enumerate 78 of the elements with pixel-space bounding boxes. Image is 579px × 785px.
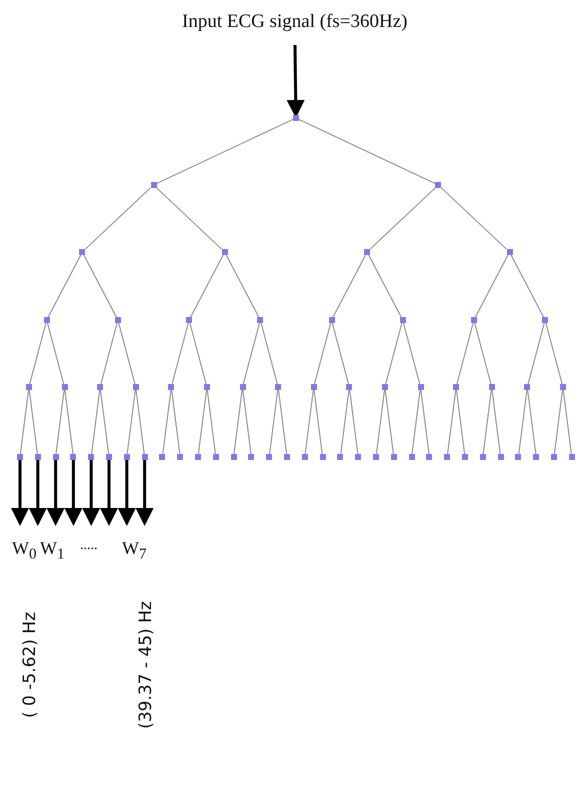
ellipsis: ..... [80,538,98,554]
frequency-range-label: (39.37 - 45) Hz [136,601,156,729]
tree-branch-line [304,390,314,454]
tree-branch-line [162,390,172,454]
tree-branch-line [269,390,278,454]
tree-branch-line [474,322,492,384]
tree-branch-line [83,254,117,318]
tree-branch-line [403,322,420,384]
tree-branch-line [384,390,394,454]
tree-branch-line [29,322,46,384]
tree-branch-line [100,390,110,454]
tree-branch-line [118,322,136,384]
tree-branch-line [190,254,224,318]
arrow [64,460,82,526]
subband-label: W$_{7}$ [122,538,146,564]
tree-branch-line [447,390,456,454]
tree-branch-line [456,322,474,384]
subband-label: W$_{1}$ [40,538,64,564]
tree-branch-line [242,390,252,454]
tree-branch-line [156,187,222,250]
input-signal-label: Input ECG signal (fs=360Hz) [182,11,408,33]
tree-branch-line [48,254,82,318]
tree-branch-line [171,390,180,454]
tree-branch-line [385,322,402,384]
subband-label: W$_{0}$ [12,538,36,564]
tree-branch-line [545,322,563,384]
tree-branch-line [156,118,294,184]
tree-branch-line [527,390,536,454]
tree-branch-line [189,322,207,384]
tree-branch-line [64,390,74,454]
tree-branch-line [340,390,350,454]
tree-branch-line [528,322,545,384]
arrow [46,460,65,526]
tree-branch-line [206,390,216,454]
arrow [11,460,29,526]
tree-branch-line [136,390,145,454]
tree-branch-line [332,322,349,384]
tree-branch-line [510,254,544,318]
tree-branch-line [100,322,118,384]
frequency-range-label: ( 0 -5.62) Hz [20,612,40,718]
arrow [28,460,47,526]
tree-branch-line [198,390,208,454]
tree-branch-line [91,390,100,454]
tree-branch-line [172,322,189,384]
tree-branch-line [420,390,430,454]
tree-branch-line [55,390,65,454]
tree-branch-line [370,187,436,250]
tree-branch-line [84,187,151,250]
arrow [118,460,136,526]
tree-branch-line [298,118,436,184]
tree-branch-line [278,390,288,454]
tree-branch-line [226,254,260,318]
tree-branch-line [47,322,64,384]
tree-branch-line [332,254,366,318]
tree-branch-line [28,390,38,454]
tree-branch-line [368,254,402,318]
tree-branch-line [314,322,332,384]
tree-branch-line [518,390,528,454]
tree-branch-line [260,322,278,384]
tree-branch-line [456,390,466,454]
arrow [136,460,154,526]
tree-branch-line [474,254,508,318]
tree-branch-line [20,390,30,454]
tree-branch-line [314,390,323,454]
tree-branch-line [411,390,421,454]
arrow [100,460,118,526]
tree-branch-line [126,390,136,454]
tree-branch-line [562,390,572,454]
tree-branch-line [242,322,260,384]
tree-branch-line [233,390,243,454]
tree-branch-line [376,390,386,454]
tree-branch-line [482,390,492,454]
tree-branch-line [492,390,501,454]
tree-branch-line [554,390,564,454]
tree-branch-line [349,390,358,454]
arrow [286,44,305,118]
arrow [82,460,100,526]
tree-branch-line [440,187,507,250]
